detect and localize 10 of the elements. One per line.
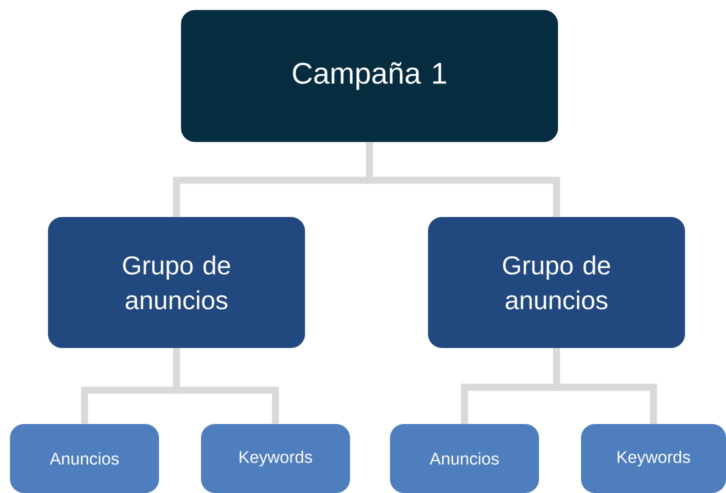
connector: [553, 348, 657, 424]
connector: [173, 348, 279, 424]
item-box: Anuncios: [10, 424, 159, 493]
item-box: Keywords: [201, 424, 350, 493]
item-box: Keywords: [581, 424, 726, 493]
group-box: Grupo de anuncios: [48, 217, 305, 348]
title-box: Campaña 1: [181, 10, 558, 142]
item-box: Anuncios: [390, 424, 539, 493]
group-box: Grupo de anuncios: [428, 217, 685, 348]
connector: [366, 142, 560, 217]
